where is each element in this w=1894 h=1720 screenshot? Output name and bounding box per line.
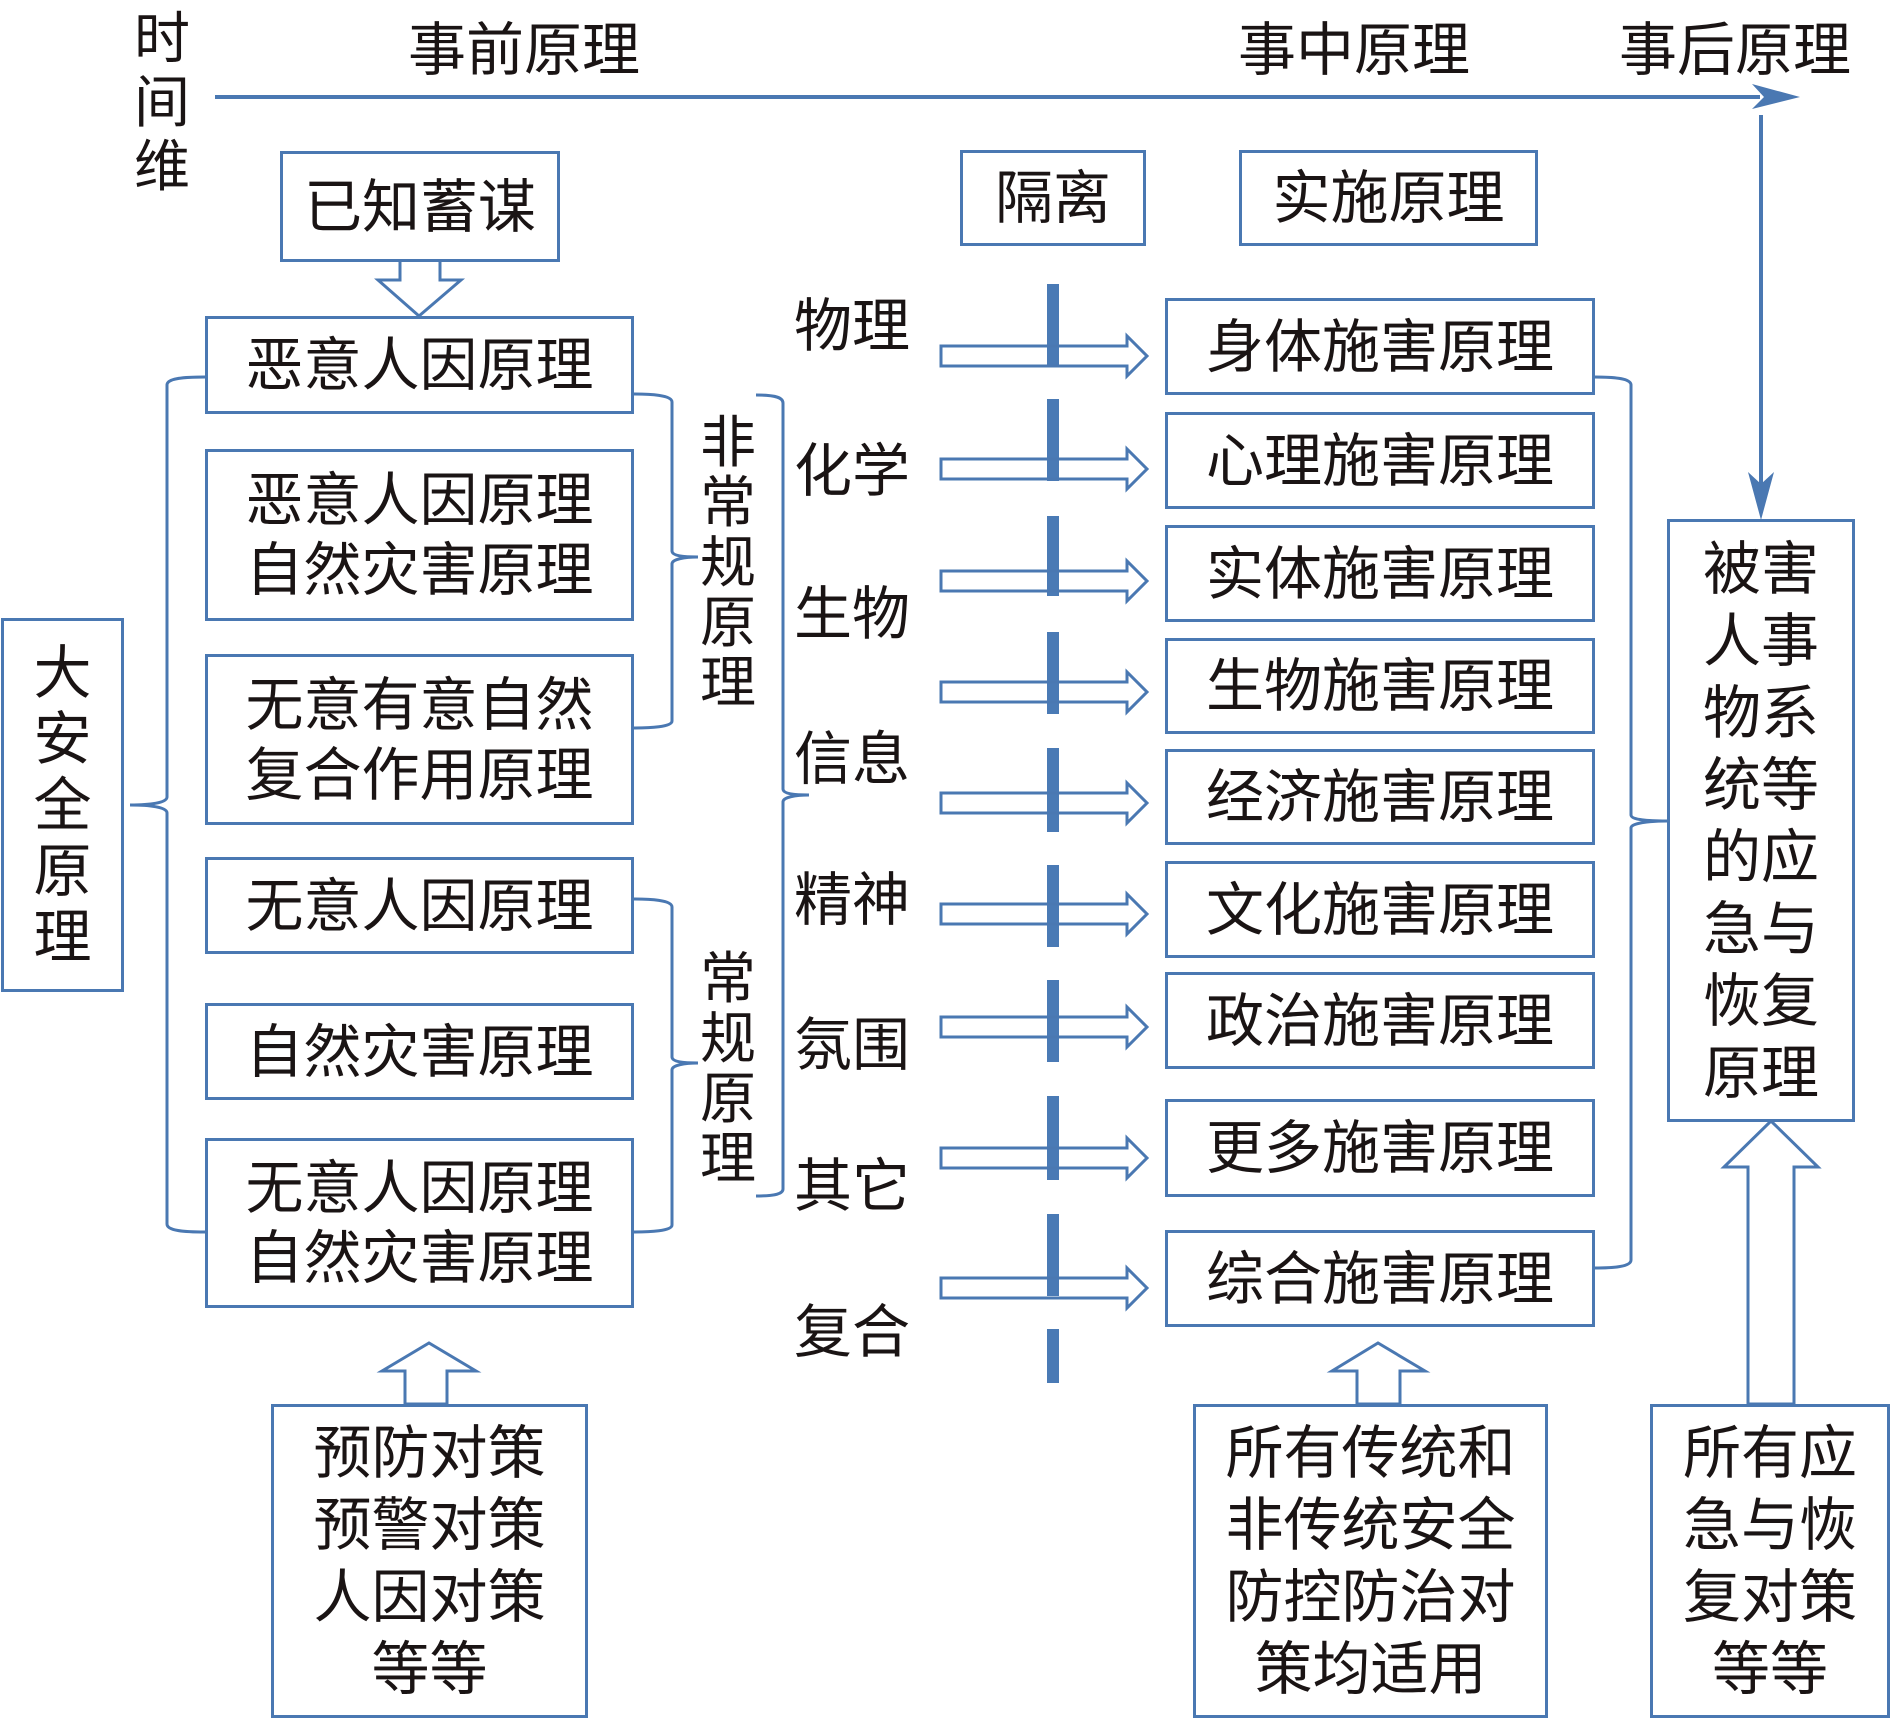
isolation-box: 隔离 [960, 150, 1146, 246]
phase-post-label: 事后原理 [1619, 16, 1852, 84]
right-arrow-icon [939, 332, 1150, 380]
right-arrow-icon [939, 1003, 1150, 1051]
isolation-dash [1047, 748, 1059, 832]
isolation-dash [1047, 399, 1059, 481]
left-box-label: 恶意人因原理 自然灾害原理 [245, 466, 594, 604]
prevention-box: 预防对策 预警对策 人因对策 等等 [271, 1404, 588, 1718]
category-label: 生物 [794, 580, 911, 648]
right-arrow-icon [939, 890, 1150, 938]
left-box-3: 无意有意自然 复合作用原理 [205, 654, 634, 825]
isolation-label: 隔离 [994, 164, 1111, 232]
category-label: 信息 [794, 725, 911, 793]
recovery-measures-label: 所有应 急与恢 复对策 等等 [1682, 1419, 1857, 1703]
harm-box-label: 经济施害原理 [1205, 763, 1554, 831]
security-measures-box: 所有传统和 非传统安全 防控防治对 策均适用 [1193, 1404, 1548, 1718]
category-label: 化学 [794, 437, 911, 505]
category-label: 氛围 [794, 1011, 911, 1079]
recovery-measures-box: 所有应 急与恢 复对策 等等 [1650, 1404, 1890, 1718]
isolation-dash [1047, 284, 1059, 365]
harm-box: 心理施害原理 [1165, 412, 1595, 509]
right-arrow-icon [939, 779, 1150, 827]
left-box-6: 无意人因原理 自然灾害原理 [205, 1138, 634, 1308]
harm-box-label: 文化施害原理 [1205, 875, 1554, 944]
grand-safety-box: 大安全原理 [1, 618, 124, 992]
left-box-label: 无意人因原理 [245, 871, 594, 940]
harm-box: 实体施害原理 [1165, 525, 1595, 622]
conventional-group-label: 常规原理 [700, 947, 756, 1192]
left-box-label: 自然灾害原理 [245, 1017, 594, 1086]
recovery-up-arrow-icon [1720, 1118, 1822, 1406]
isolation-dash [1047, 865, 1059, 947]
category-arrows [939, 332, 1150, 1312]
security-up-arrow-icon [1326, 1341, 1431, 1406]
timeline-arrowhead-icon [1752, 84, 1800, 109]
harm-box-label: 身体施害原理 [1205, 312, 1554, 381]
harm-box: 生物施害原理 [1165, 638, 1595, 734]
harm-box: 更多施害原理 [1165, 1099, 1595, 1197]
harm-box: 身体施害原理 [1165, 298, 1595, 395]
isolation-dash [1047, 980, 1059, 1062]
left-box-label: 恶意人因原理 [245, 331, 594, 399]
isolation-barrier [1047, 284, 1059, 1383]
phase-pre-label: 事前原理 [408, 16, 641, 84]
right-arrow-icon [939, 1134, 1150, 1182]
category-label: 精神 [794, 866, 911, 934]
harm-box: 综合施害原理 [1165, 1230, 1595, 1327]
victim-recovery-box: 被害人事物系统等的应急与恢复原理 [1667, 519, 1855, 1122]
isolation-dash [1047, 1329, 1059, 1383]
security-measures-label: 所有传统和 非传统安全 防控防治对 策均适用 [1225, 1419, 1516, 1703]
harm-box-label: 生物施害原理 [1205, 652, 1554, 720]
phase-during-label: 事中原理 [1238, 16, 1471, 84]
victim-recovery-label: 被害人事物系统等的应急与恢复原理 [1702, 534, 1819, 1107]
down-arrowhead-icon [1748, 472, 1774, 520]
conventional-brace [632, 897, 699, 1234]
grand-safety-label: 大安全原理 [33, 639, 92, 971]
right-arrow-icon [939, 445, 1150, 493]
group-outer-brace [755, 393, 810, 1198]
isolation-dash [1047, 516, 1059, 596]
left-box-label: 无意有意自然 复合作用原理 [245, 670, 594, 809]
isolation-dash [1047, 1096, 1059, 1180]
harm-brace [1593, 375, 1668, 1270]
left-box-4: 无意人因原理 [205, 857, 634, 954]
grand-brace [129, 375, 206, 1234]
isolation-dash [1047, 1214, 1059, 1296]
premeditation-box: 已知蓄谋 [280, 151, 560, 262]
right-arrow-icon [939, 668, 1150, 716]
prevention-up-arrow-icon [376, 1341, 482, 1406]
implementation-box: 实施原理 [1239, 150, 1538, 246]
category-label: 其它 [794, 1152, 911, 1220]
harm-box-label: 实体施害原理 [1205, 539, 1554, 608]
category-label: 复合 [794, 1298, 911, 1366]
harm-box: 政治施害原理 [1165, 972, 1595, 1069]
harm-box-label: 心理施害原理 [1205, 426, 1554, 495]
right-arrow-icon [939, 1264, 1150, 1312]
premeditation-arrow-icon [374, 258, 466, 318]
left-box-2: 恶意人因原理 自然灾害原理 [205, 449, 634, 621]
isolation-dash [1047, 632, 1059, 714]
harm-box: 文化施害原理 [1165, 861, 1595, 958]
implementation-label: 实施原理 [1272, 164, 1505, 232]
premeditation-label: 已知蓄谋 [303, 172, 536, 241]
harm-box-label: 政治施害原理 [1205, 986, 1554, 1055]
left-box-1: 恶意人因原理 [205, 316, 634, 414]
left-box-5: 自然灾害原理 [205, 1003, 634, 1100]
harm-box: 经济施害原理 [1165, 749, 1595, 845]
prevention-label: 预防对策 预警对策 人因对策 等等 [313, 1419, 546, 1703]
unconventional-group-label: 非常规原理 [700, 411, 756, 716]
category-label: 物理 [794, 292, 911, 360]
harm-box-label: 综合施害原理 [1205, 1244, 1554, 1313]
time-dimension-label: 时间维 [134, 7, 190, 200]
harm-box-label: 更多施害原理 [1205, 1114, 1554, 1182]
right-arrow-icon [939, 557, 1150, 605]
left-box-label: 无意人因原理 自然灾害原理 [245, 1154, 594, 1292]
unconventional-brace [632, 392, 699, 730]
